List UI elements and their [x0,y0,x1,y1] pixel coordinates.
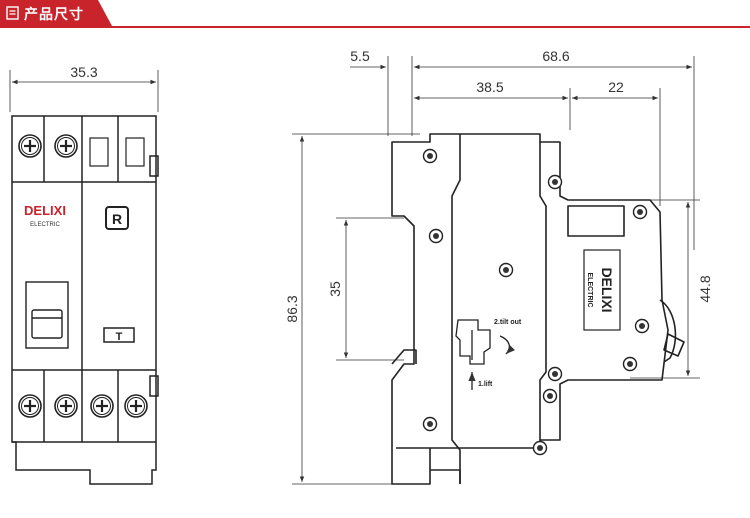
terminal-screw-icon [17,393,43,419]
dimension-rail-label: 35 [327,281,343,297]
test-button: T [103,327,135,343]
dimension-body-depth-label: 38.5 [476,79,503,95]
terminal-screw-icon [89,393,115,419]
rivet-icon [422,416,438,432]
side-label-plate: DELIXI ELECTRIC [583,249,621,331]
rcd-badge-label: R [112,211,122,227]
header-rule [0,26,750,28]
front-brand-sub: ELECTRIC [30,222,60,228]
breaker-side-body [391,133,685,485]
dimension-front-depth-label: 22 [608,79,624,95]
toggle-lever [25,281,69,349]
rcd-badge: R [105,206,129,230]
lift-tilt-diagram [455,319,516,390]
document-icon [6,6,19,20]
breaker-front-body [11,115,159,485]
terminal-slot-icon [89,137,145,167]
terminal-screw-icon [53,393,79,419]
side-view: 5.5 68.6 38.5 22 86.3 35 44.8 [284,48,713,485]
side-brand-sub: ELECTRIC [586,273,593,308]
dimension-offset-label: 5.5 [350,48,370,64]
rivet-icon [547,366,563,382]
front-brand: DELIXI [24,203,66,218]
rivet-icon [547,174,563,190]
terminal-screw-icon [17,133,43,159]
dimension-height [292,133,420,485]
section-tab: 产品尺寸 [0,0,112,26]
dimension-total-depth-label: 68.6 [542,48,569,64]
callout-lift: 1.lift [478,381,493,388]
rivet-icon [428,228,444,244]
dimension-width: 35.3 [9,64,159,112]
rivet-icon [532,440,548,456]
callout-tilt-out: 2.tilt out [494,319,522,326]
rivet-icon [632,204,648,220]
section-header: 产品尺寸 [0,0,750,28]
rivet-icon [498,262,514,278]
test-button-label: T [116,331,123,343]
side-brand: DELIXI [599,267,615,312]
front-view: 35.3 DELIXI ELECTRIC [9,64,159,485]
section-title: 产品尺寸 [24,7,84,23]
rivet-icon [622,356,638,372]
dimension-rail [336,217,404,361]
dimension-depth-group [350,56,695,250]
rivet-icon [542,388,558,404]
rivet-icon [422,148,438,164]
dimension-front-height-label: 44.8 [697,275,713,302]
terminal-screw-icon [53,133,79,159]
dimension-width-label: 35.3 [70,64,97,80]
dimension-height-label: 86.3 [284,295,300,322]
rivet-icon [634,318,650,334]
terminal-screw-icon [123,393,149,419]
